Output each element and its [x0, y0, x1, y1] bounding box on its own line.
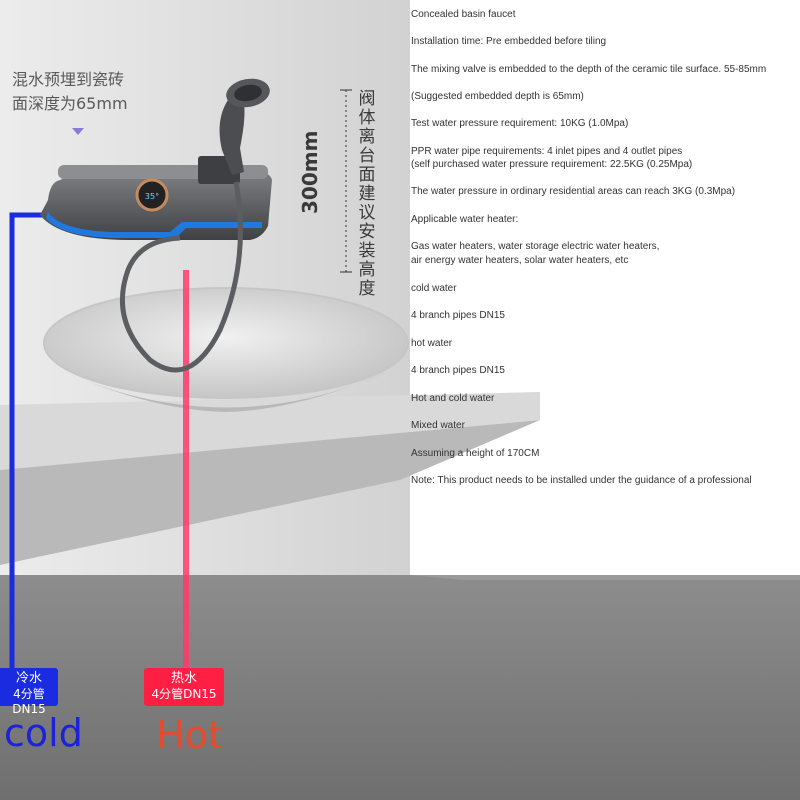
cold-water-label: 冷水 — [15, 671, 42, 686]
note-line: 4 branch pipes DN15 — [411, 365, 505, 376]
hand-shower-handle — [219, 100, 245, 175]
countertop-top — [0, 392, 540, 470]
countertop-front — [0, 420, 540, 565]
floor — [0, 575, 800, 800]
note-line: Gas water heaters, water storage electri… — [411, 241, 660, 252]
note-line: cold water — [411, 283, 457, 294]
note-line: Installation time: Pre embedded before t… — [411, 36, 607, 47]
hand-shower-face — [234, 84, 262, 102]
embed-depth-note: 混水预埋到瓷砖 面深度为65mm — [12, 68, 128, 116]
install-height-note: 阀体离台面建议安装高度 — [358, 89, 376, 299]
embed-depth-line1: 混水预埋到瓷砖 — [12, 70, 125, 89]
note-line: PPR water pipe requirements: 4 inlet pip… — [411, 146, 683, 157]
shower-hose — [119, 181, 243, 373]
cold-water-spec: 4分管DN15 — [12, 687, 46, 716]
cold-word: cold — [4, 711, 83, 755]
hot-word: Hot — [156, 713, 223, 757]
note-line: Note: This product needs to be installed… — [411, 475, 752, 486]
hot-water-spec: 4分管DN15 — [151, 687, 217, 701]
hot-water-tag: 热水 4分管DN15 — [144, 668, 224, 706]
dimension-label: 300mm — [298, 130, 322, 214]
dial-readout: 35° — [145, 192, 159, 201]
note-line: Assuming a height of 170CM — [411, 448, 540, 459]
note-line: The mixing valve is embedded to the dept… — [411, 64, 767, 75]
embed-depth-arrow-icon — [72, 128, 84, 135]
faucet-led-strip — [46, 212, 262, 238]
note-line: Concealed basin faucet — [411, 9, 516, 20]
note-line: Test water pressure requirement: 10KG (1… — [411, 118, 629, 129]
note-line: air energy water heaters, solar water he… — [411, 255, 629, 266]
basin — [43, 287, 409, 399]
note-line: Hot and cold water — [411, 393, 495, 404]
note-line: 4 branch pipes DN15 — [411, 310, 505, 321]
note-line: Applicable water heater: — [411, 214, 519, 225]
cold-water-tag: 冷水 4分管DN15 — [0, 668, 58, 716]
note-line: Mixed water — [411, 420, 465, 431]
temperature-dial — [135, 178, 169, 212]
note-line: (self purchased water pressure requireme… — [411, 159, 693, 170]
hot-water-label: 热水 — [170, 671, 197, 686]
note-line: (Suggested embedded depth is 65mm) — [411, 91, 584, 102]
embed-depth-line2: 面深度为65mm — [12, 94, 128, 113]
note-line: The water pressure in ordinary residenti… — [411, 186, 736, 197]
note-line: hot water — [411, 338, 453, 349]
cold-pipe — [9, 212, 50, 672]
floor-edge — [410, 575, 800, 580]
